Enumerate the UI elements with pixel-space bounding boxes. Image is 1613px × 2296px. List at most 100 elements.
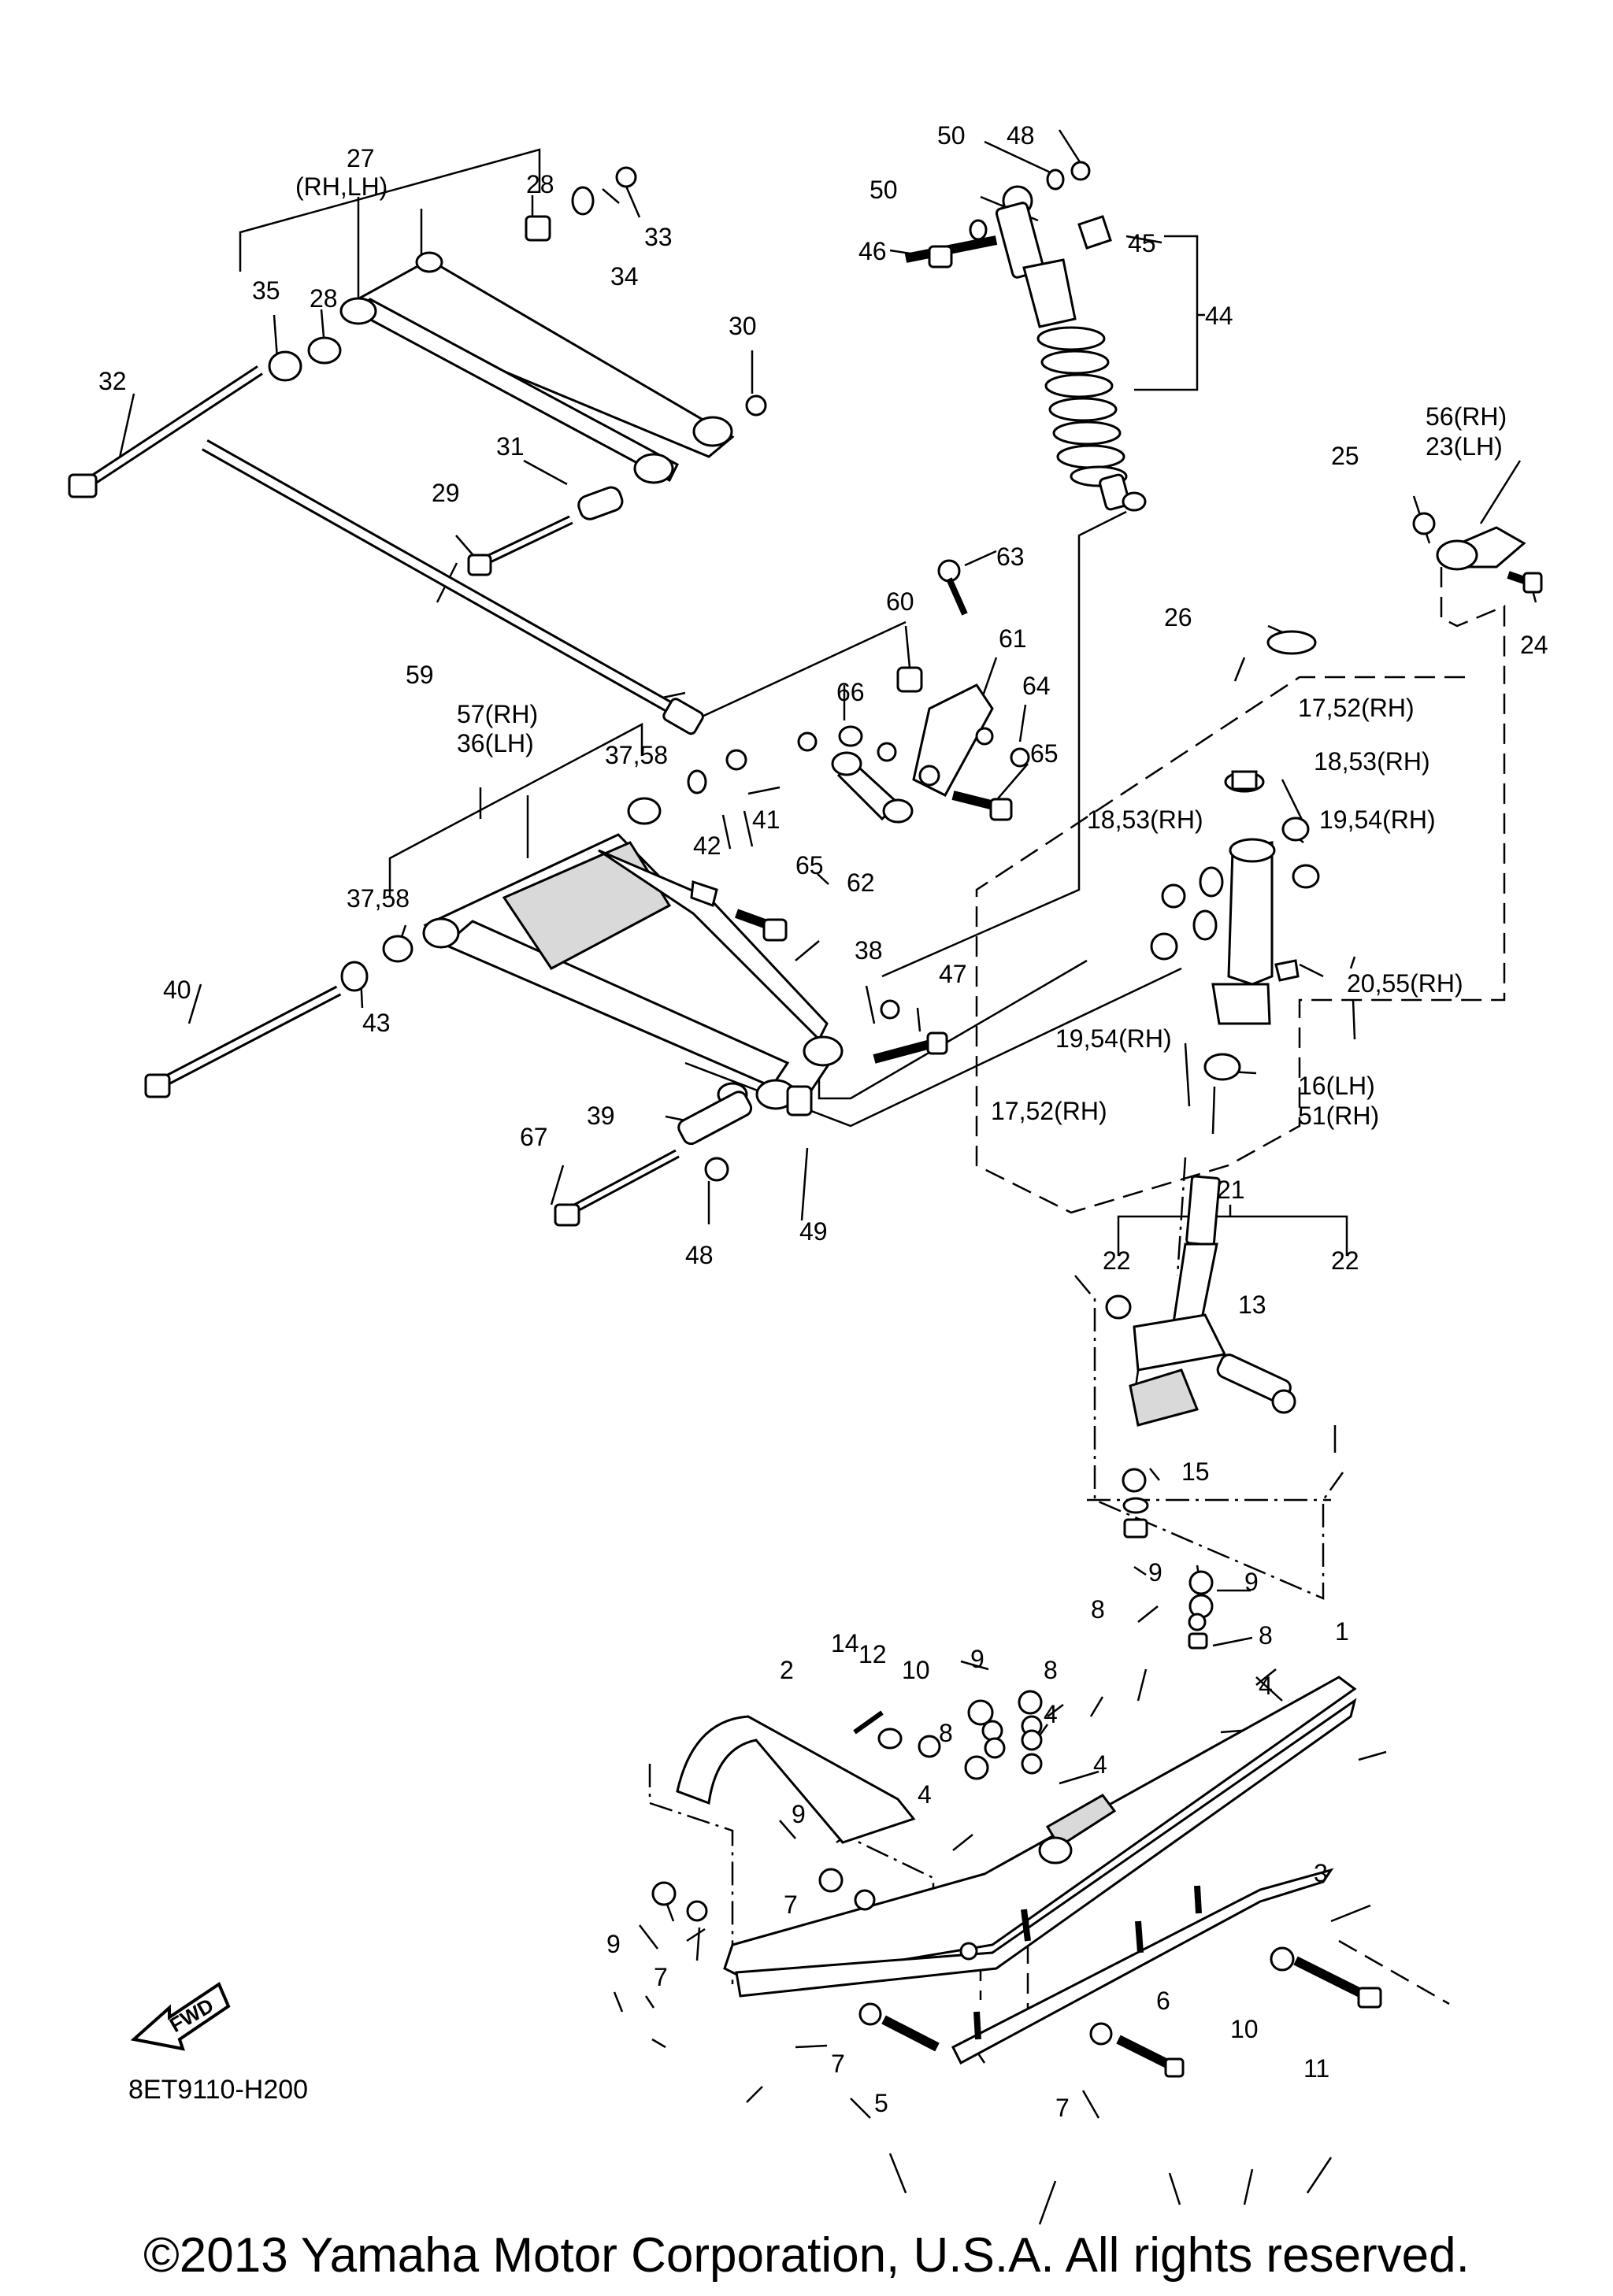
callout-31: 31 — [496, 432, 525, 461]
callout-20-55: 20,55(RH) — [1347, 969, 1463, 998]
callout-5: 5 — [874, 2089, 888, 2117]
lower-hardware — [144, 749, 948, 1227]
callout-1: 1 — [1335, 1617, 1349, 1646]
callout-42: 42 — [693, 831, 721, 860]
callout-19-54: 19,54(RH) — [1319, 805, 1436, 834]
leader-lines — [117, 129, 1537, 2225]
spindle — [1150, 630, 1320, 1081]
ski-hardware — [651, 1468, 1382, 2078]
callout-60: 60 — [886, 587, 914, 616]
dashed-outlines — [648, 567, 1506, 2024]
callout-9c: 9 — [970, 1645, 984, 1673]
callout-15: 15 — [1181, 1457, 1210, 1486]
callout-6: 6 — [1156, 1987, 1170, 2015]
callout-13: 13 — [1238, 1291, 1266, 1319]
callout-9e: 9 — [606, 1930, 621, 1958]
callout-28b: 28 — [310, 284, 338, 313]
forward-arrow-icon: FWD — [130, 1982, 231, 2051]
callout-9: 9 — [1148, 1558, 1162, 1587]
callout-43: 43 — [362, 1009, 391, 1037]
steering-arm — [1412, 512, 1543, 594]
callout-8: 8 — [1091, 1595, 1105, 1624]
lower-a-arm — [422, 833, 844, 1110]
shock-linkage — [797, 559, 1030, 824]
callout-61: 61 — [999, 624, 1027, 653]
callout-41: 41 — [752, 805, 781, 834]
callout-27-sides: (RH,LH) — [295, 172, 387, 201]
callout-39: 39 — [587, 1102, 615, 1130]
ski-column — [1105, 1175, 1296, 1427]
callout-9d: 9 — [792, 1800, 806, 1828]
callout-37-58: 37,58 — [605, 741, 668, 769]
callout-27: 27 — [347, 144, 375, 172]
callout-26: 26 — [1164, 603, 1192, 631]
callout-47: 47 — [939, 960, 967, 988]
callout-18-53: 18,53(RH) — [1314, 747, 1430, 776]
callout-17-52b: 17,52(RH) — [991, 1097, 1107, 1125]
callout-16: 16(LH) — [1298, 1072, 1375, 1100]
callout-8b: 8 — [1259, 1621, 1273, 1650]
callout-46: 46 — [858, 237, 887, 265]
callout-9b: 9 — [1244, 1568, 1259, 1596]
callout-40: 40 — [163, 976, 191, 1004]
callout-8c: 8 — [1044, 1656, 1058, 1684]
callout-4c: 4 — [1044, 1700, 1058, 1728]
upper-a-arm — [339, 251, 735, 484]
callout-22: 22 — [1103, 1246, 1131, 1275]
callout-57: 57(RH) — [457, 700, 538, 728]
callout-11: 11 — [1303, 2054, 1329, 2083]
callout-56: 56(RH) — [1426, 402, 1507, 431]
callout-51: 51(RH) — [1298, 1102, 1379, 1130]
diagram-code: 8ET9110-H200 — [128, 2075, 308, 2105]
callout-17-52: 17,52(RH) — [1298, 694, 1415, 722]
callout-10: 10 — [902, 1656, 930, 1684]
callout-7: 7 — [784, 1890, 798, 1919]
callout-50: 50 — [937, 121, 966, 150]
callout-66: 66 — [836, 678, 865, 706]
shock-absorber — [904, 161, 1147, 512]
callout-8d: 8 — [939, 1719, 953, 1747]
callout-4: 4 — [1259, 1672, 1273, 1700]
callout-24: 24 — [1520, 631, 1548, 659]
callout-12: 12 — [858, 1640, 887, 1668]
callout-18-53b: 18,53(RH) — [1087, 805, 1203, 834]
callout-34: 34 — [610, 262, 639, 291]
callout-38: 38 — [855, 936, 883, 965]
callout-7b: 7 — [654, 1963, 668, 1991]
callout-28: 28 — [526, 170, 554, 198]
callout-62: 62 — [847, 868, 875, 897]
callout-7d: 7 — [1055, 2094, 1070, 2122]
callout-10b: 10 — [1230, 2015, 1259, 2043]
callout-63: 63 — [996, 543, 1025, 571]
callout-23: 23(LH) — [1426, 432, 1503, 461]
shock-spring — [1036, 326, 1128, 487]
callout-33: 33 — [644, 223, 673, 251]
callout-19-54b: 19,54(RH) — [1055, 1024, 1172, 1053]
callout-37-58b: 37,58 — [347, 884, 410, 913]
callout-48b: 48 — [685, 1241, 714, 1269]
callout-30: 30 — [729, 312, 757, 340]
callout-21: 21 — [1217, 1176, 1245, 1204]
callout-22b: 22 — [1331, 1246, 1359, 1275]
callout-4b: 4 — [1093, 1750, 1107, 1779]
callout-65b: 65 — [795, 851, 824, 880]
callout-36: 36(LH) — [457, 729, 534, 757]
ski-assembly — [676, 1676, 1357, 2065]
callout-32: 32 — [98, 367, 127, 395]
callout-35: 35 — [252, 276, 280, 305]
callout-45: 45 — [1128, 229, 1156, 257]
callout-25: 25 — [1331, 442, 1359, 470]
callout-29: 29 — [432, 479, 460, 507]
callout-65: 65 — [1030, 739, 1059, 768]
callout-3: 3 — [1314, 1859, 1328, 1887]
callout-14: 14 — [831, 1629, 859, 1657]
upper-hardware — [68, 166, 767, 576]
callout-labels: 27 (RH,LH) 28 28 33 34 35 30 32 31 29 59… — [98, 121, 1548, 2122]
copyright-notice: ©2013 Yamaha Motor Corporation, U.S.A. A… — [143, 2228, 1470, 2283]
callout-59: 59 — [406, 661, 434, 689]
callout-67: 67 — [520, 1123, 548, 1151]
callout-50b: 50 — [870, 176, 898, 204]
callout-7c: 7 — [831, 2050, 845, 2078]
callout-44: 44 — [1205, 302, 1233, 330]
